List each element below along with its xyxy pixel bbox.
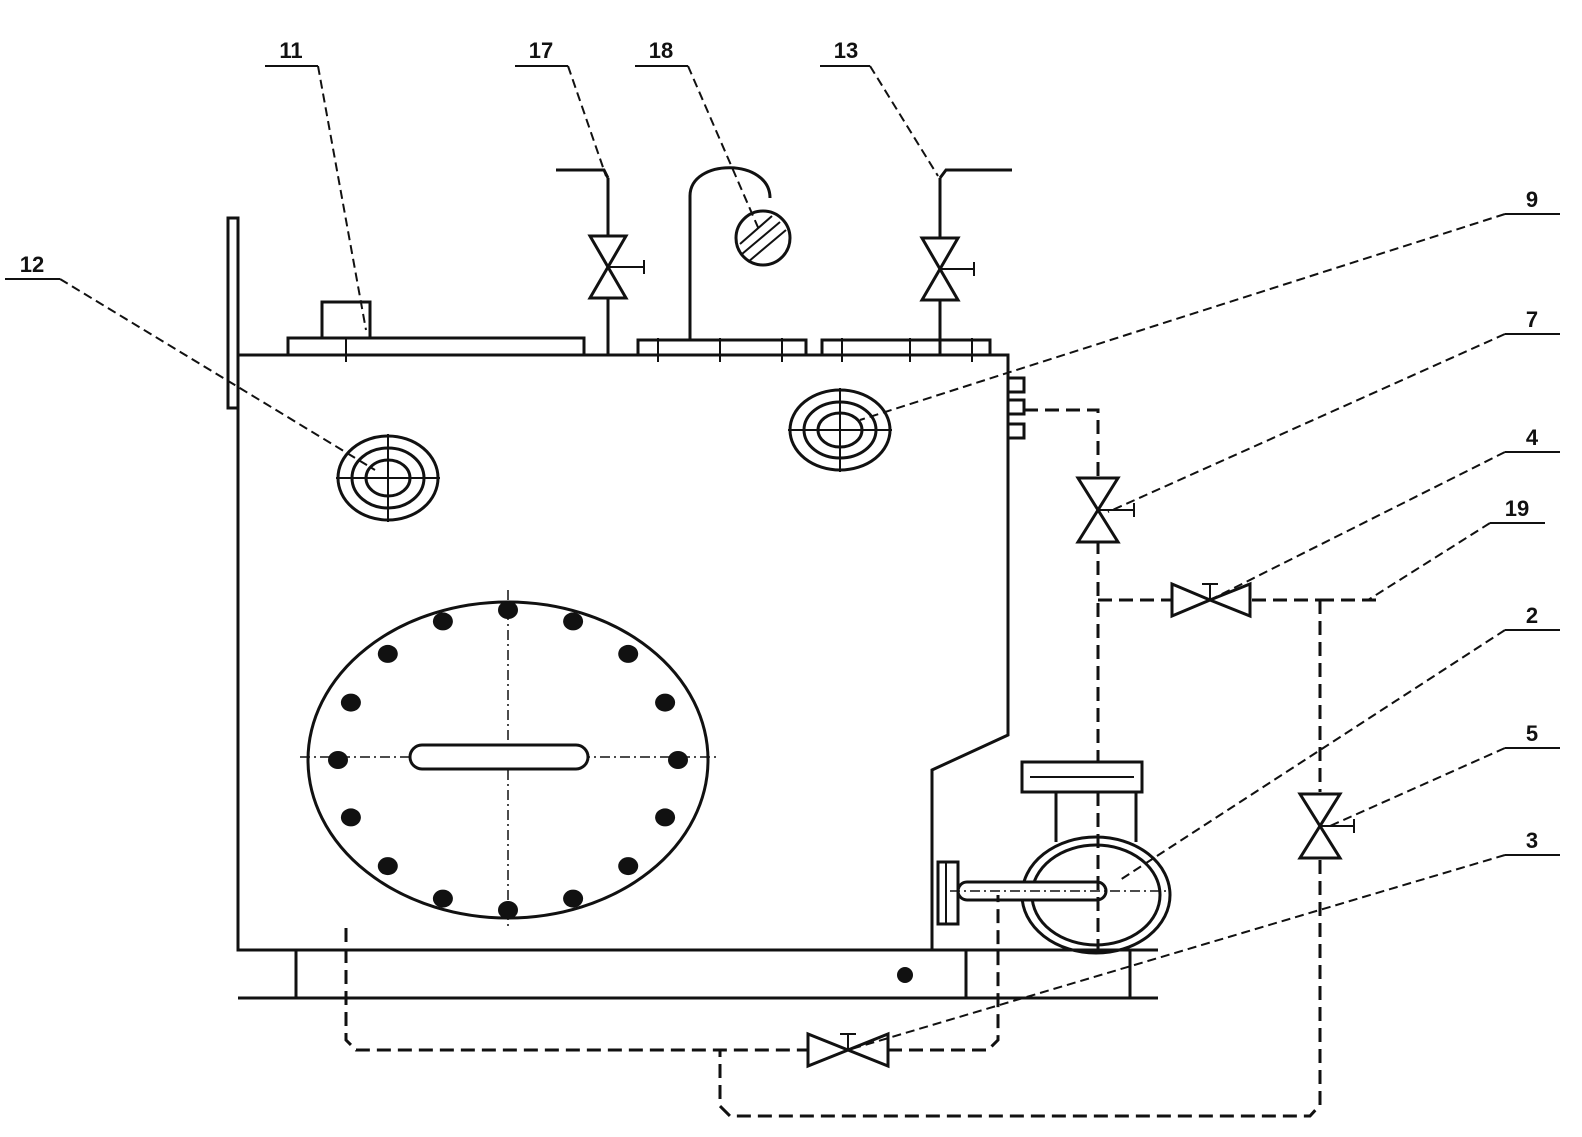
manhole-bolt <box>498 601 518 619</box>
manhole-bolts <box>328 601 688 919</box>
valve-13 <box>919 168 1012 355</box>
manhole-bolt <box>432 889 453 908</box>
manhole-bolt <box>377 644 398 663</box>
manhole-bolt <box>655 693 676 712</box>
manhole-bolt <box>340 808 361 827</box>
manhole-bolt <box>618 857 639 876</box>
manhole-bolt <box>655 808 676 827</box>
manhole-bolt <box>498 901 518 919</box>
port-9 <box>788 388 892 472</box>
manhole-bolt <box>432 612 453 631</box>
port-12 <box>336 434 440 522</box>
label-9: 9 <box>1526 187 1538 212</box>
label-13: 13 <box>834 38 858 63</box>
tank-body <box>226 216 1026 952</box>
label-11: 11 <box>279 38 302 63</box>
valve-7 <box>1075 476 1135 544</box>
manhole-bolt <box>563 889 584 908</box>
manhole-bolt <box>377 857 398 876</box>
label-3: 3 <box>1526 828 1538 853</box>
manhole-bolt <box>668 751 688 769</box>
label-17: 17 <box>529 38 553 63</box>
label-5: 5 <box>1526 721 1538 746</box>
label-18: 18 <box>649 38 673 63</box>
label-4: 4 <box>1526 425 1539 450</box>
manhole-bolt <box>340 693 361 712</box>
gooseneck-18 <box>688 166 792 340</box>
base-frame <box>238 948 1158 1000</box>
label-12: 12 <box>20 252 44 277</box>
label-19: 19 <box>1505 496 1529 521</box>
valve-4 <box>1170 581 1252 619</box>
manhole-bolt <box>563 612 584 631</box>
label-7: 7 <box>1526 307 1538 332</box>
valve-5 <box>1297 792 1355 860</box>
pump-2 <box>936 760 1172 955</box>
manhole-bolt <box>618 644 639 663</box>
valve-3 <box>806 1031 890 1069</box>
leader-lines <box>5 65 1560 1051</box>
manhole-bolt <box>328 751 348 769</box>
piping-dashed <box>344 408 1378 1118</box>
label-2: 2 <box>1526 603 1538 628</box>
vent-valve-17 <box>556 168 645 355</box>
manhole-cover <box>300 590 720 930</box>
